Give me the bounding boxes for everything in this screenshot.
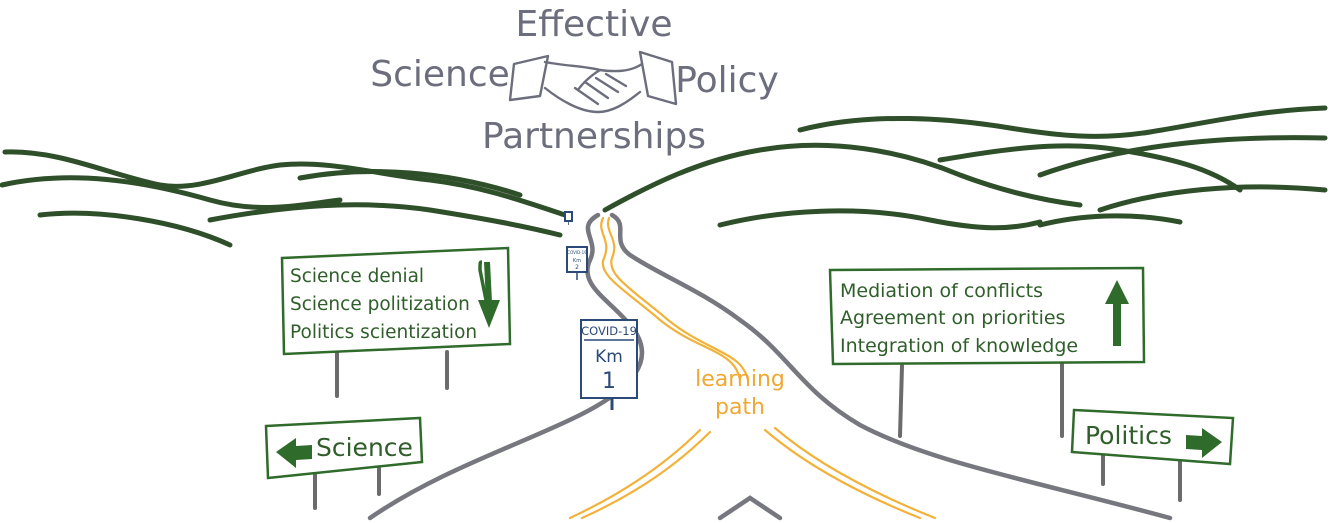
hills xyxy=(0,105,1328,248)
arrow-down-icon xyxy=(478,260,500,328)
right-sign-line-2: Agreement on priorities xyxy=(840,307,1065,329)
arrow-left-icon xyxy=(276,438,312,468)
road-left-edge xyxy=(367,212,645,521)
title-right: Policy xyxy=(675,60,779,101)
km-sign-far-board xyxy=(566,246,588,273)
politics-direction-sign: Politics xyxy=(1070,408,1235,502)
hill-left-ridge xyxy=(297,169,523,198)
left-sign-board xyxy=(280,246,512,356)
right-sign-board xyxy=(828,266,1146,366)
road-right-edge xyxy=(609,212,1173,521)
left-sign-line-1: Science denial xyxy=(290,266,424,287)
hill-right-far xyxy=(1037,135,1328,178)
road-fork-tip xyxy=(717,495,783,521)
road-label-line-1: learning xyxy=(695,367,785,392)
title-left: Science xyxy=(370,54,510,95)
km-sign-near-number: 1 xyxy=(602,369,616,394)
km-sign-near-unit: Km xyxy=(595,347,623,367)
title-bottom: Partnerships xyxy=(482,116,706,157)
lane-lower-right-a xyxy=(763,428,922,520)
science-sign-label: Science xyxy=(316,433,413,462)
handshake-icon xyxy=(508,50,678,114)
politics-sign-board xyxy=(1070,408,1235,466)
km-sign-far-number: 2 xyxy=(575,264,579,271)
lane-lower-left-a xyxy=(568,428,702,520)
hill-right-foot xyxy=(1037,213,1183,228)
road xyxy=(367,212,1173,521)
arrow-up-icon xyxy=(1105,280,1129,346)
lane-lower-left-b xyxy=(580,430,712,520)
hill-right-near xyxy=(602,142,1083,213)
km-sign-far-unit: Km xyxy=(573,258,581,264)
politics-sign-label: Politics xyxy=(1085,421,1172,450)
lane-line-a xyxy=(600,216,742,382)
km-sign-far-top: COVID-19 xyxy=(567,250,587,255)
hill-right-ridge xyxy=(797,105,1328,139)
left-sign-line-2: Science politization xyxy=(290,294,470,315)
left-sign-line-3: Politics scientization xyxy=(290,322,477,343)
hill-right-front xyxy=(1097,184,1328,213)
km-sign-far: COVID-19 Km 2 xyxy=(566,246,588,280)
hill-far-left xyxy=(2,149,568,218)
km-sign-near: COVID-19 Km 1 xyxy=(580,319,638,410)
hill-right-mid xyxy=(937,143,1243,193)
km-sign-near-board xyxy=(580,319,638,399)
road-label-line-2: path xyxy=(715,395,765,420)
right-sign-post-1 xyxy=(898,364,904,438)
hill-left-low xyxy=(37,210,233,248)
lane-line-b xyxy=(606,216,750,382)
science-direction-sign: Science xyxy=(264,416,424,510)
left-info-sign: Science denial Science politization Poli… xyxy=(280,246,512,398)
km-sign-near-top: COVID-19 xyxy=(581,324,637,338)
hill-left-front xyxy=(207,202,563,238)
right-info-sign: Mediation of conflicts Agreement on prio… xyxy=(828,266,1146,438)
hill-right-low xyxy=(717,208,1043,231)
km-sign-distant xyxy=(564,211,573,225)
science-sign-board xyxy=(264,416,424,480)
lane-lower-right-b xyxy=(773,426,937,520)
right-sign-line-3: Integration of knowledge xyxy=(840,335,1078,357)
hill-left-mid xyxy=(0,175,343,210)
arrow-right-icon xyxy=(1186,428,1222,458)
title-group: Effective Science Policy Partnerships xyxy=(370,4,779,157)
title-top: Effective xyxy=(515,4,672,45)
right-sign-line-1: Mediation of conflicts xyxy=(840,280,1043,302)
